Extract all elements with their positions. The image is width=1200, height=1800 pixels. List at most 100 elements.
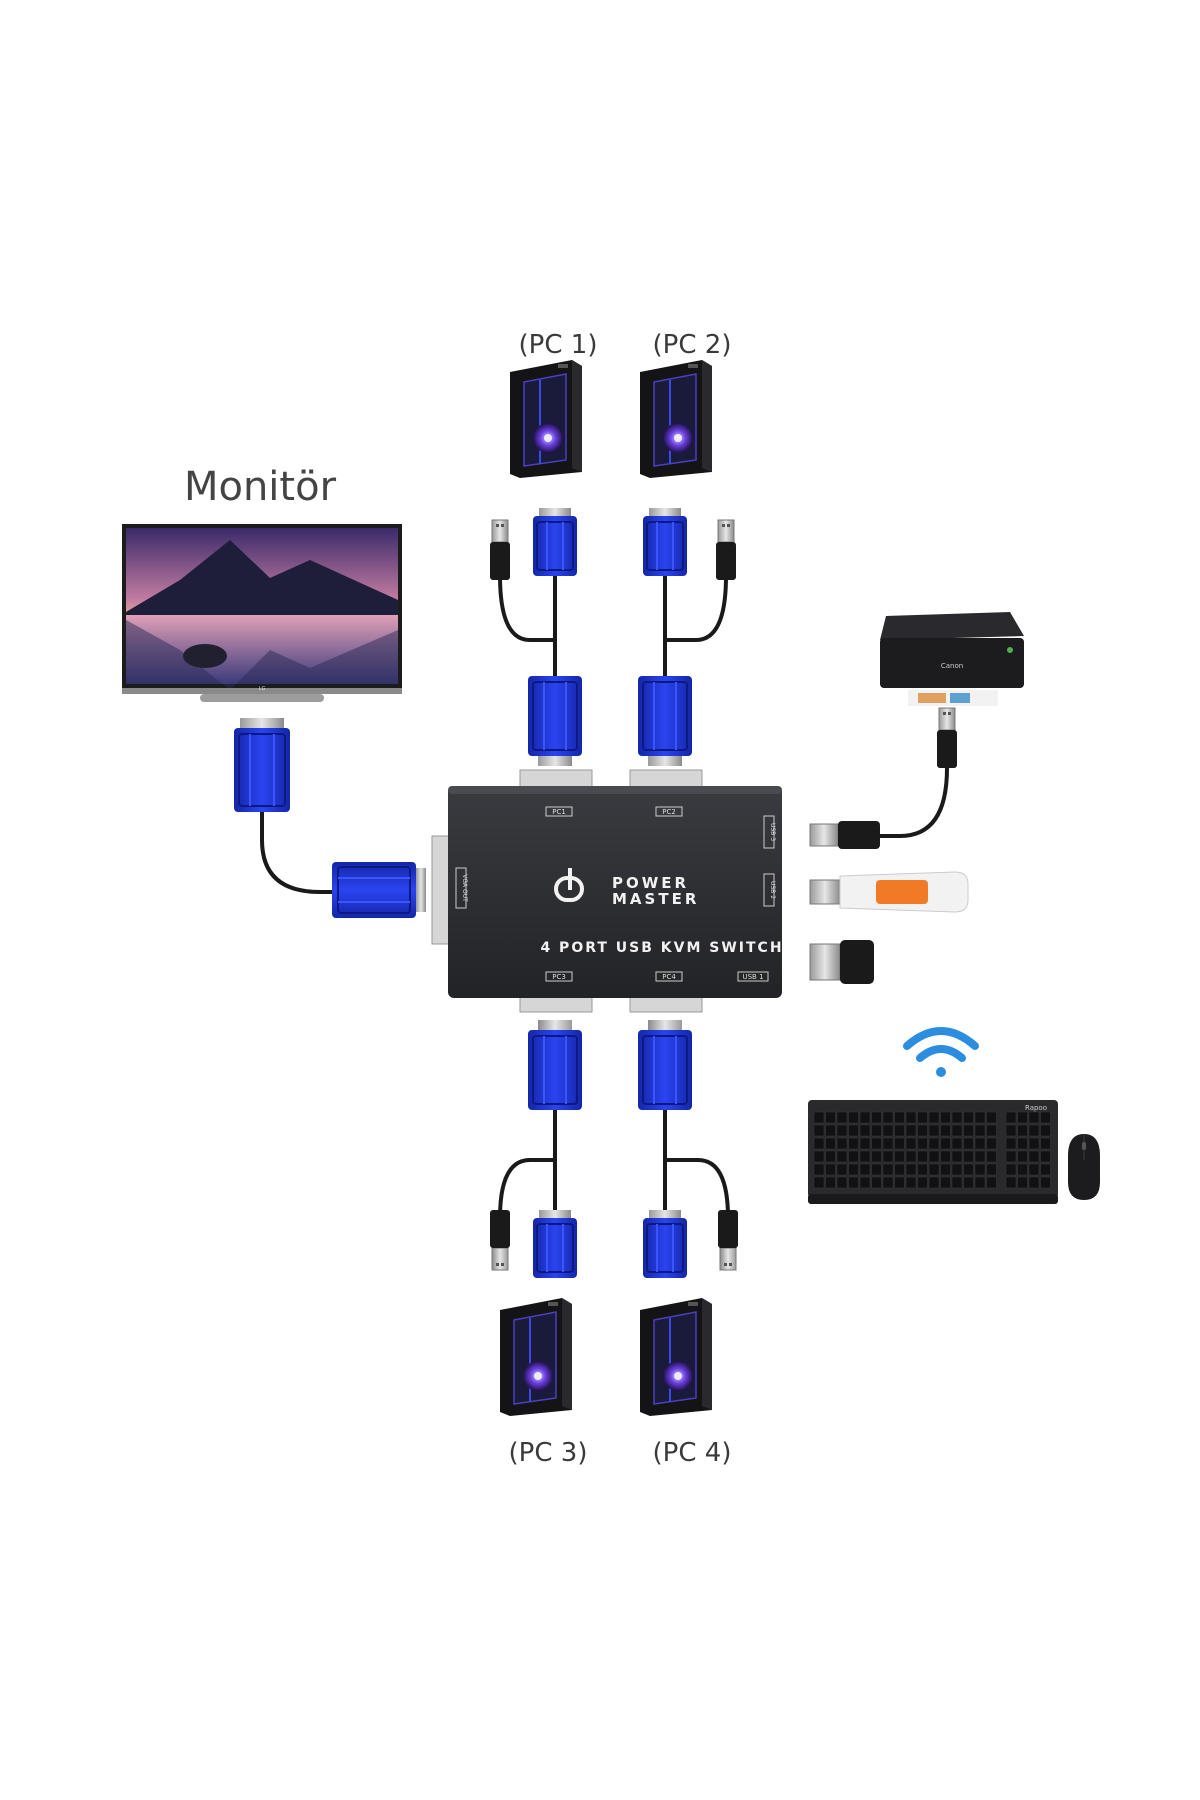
keyboard-key bbox=[813, 1124, 825, 1137]
keyboard-key bbox=[848, 1111, 859, 1124]
keyboard-key bbox=[1005, 1111, 1017, 1124]
keyboard-key bbox=[894, 1150, 905, 1163]
keyboard-key bbox=[986, 1137, 997, 1150]
usb-port-label: USB 1 bbox=[742, 973, 763, 981]
keyboard-key bbox=[894, 1111, 905, 1124]
keyboard-key bbox=[871, 1176, 882, 1189]
keyboard-key bbox=[882, 1150, 894, 1163]
keyboard-key bbox=[871, 1137, 882, 1150]
keyboard-key bbox=[905, 1124, 917, 1137]
keyboard-key bbox=[940, 1137, 951, 1150]
keyboard-key bbox=[871, 1150, 882, 1163]
keyboard-key bbox=[825, 1137, 836, 1150]
keyboard-key bbox=[1040, 1163, 1051, 1176]
side-port-label: USB 3 bbox=[769, 823, 776, 841]
pc2-label: (PC 2) bbox=[652, 330, 732, 360]
vga-connector bbox=[532, 1209, 578, 1279]
power-master-logo: POWER MASTER bbox=[554, 868, 699, 908]
keyboard-key bbox=[859, 1111, 871, 1124]
keyboard-key bbox=[963, 1150, 974, 1163]
keyboard-key bbox=[951, 1111, 963, 1124]
usb-plug bbox=[717, 1209, 739, 1271]
vga-out-label: VGA OUT bbox=[461, 874, 468, 902]
keyboard-key bbox=[940, 1124, 951, 1137]
keyboard-key bbox=[882, 1137, 894, 1150]
keyboard-key bbox=[974, 1111, 986, 1124]
usb-flash-drive-icon bbox=[809, 871, 969, 913]
keyboard-key bbox=[894, 1124, 905, 1137]
keyboard-key bbox=[917, 1124, 928, 1137]
keyboard-key bbox=[836, 1176, 848, 1189]
keyboard-key bbox=[986, 1124, 997, 1137]
keyboard-key bbox=[882, 1124, 894, 1137]
keyboard-key bbox=[963, 1124, 974, 1137]
keyboard-key bbox=[1005, 1163, 1017, 1176]
vga-connector bbox=[532, 507, 578, 577]
keyboard-key bbox=[859, 1150, 871, 1163]
svg-text:MASTER: MASTER bbox=[612, 890, 699, 908]
port-label-pc3: PC3 bbox=[552, 973, 566, 981]
keyboard-key bbox=[859, 1137, 871, 1150]
keyboard-key bbox=[1017, 1150, 1028, 1163]
keyboard-key bbox=[1040, 1150, 1051, 1163]
keyboard-key bbox=[1040, 1124, 1051, 1137]
vga-connector bbox=[637, 675, 693, 767]
usb-plug bbox=[489, 519, 511, 581]
keyboard-key bbox=[1028, 1137, 1040, 1150]
keyboard-key bbox=[1040, 1111, 1051, 1124]
pc-tower-icon bbox=[639, 359, 713, 479]
vga-connector bbox=[527, 675, 583, 767]
usb-receiver-icon bbox=[809, 940, 874, 984]
pc-tower-icon bbox=[499, 1297, 573, 1417]
mouse-icon bbox=[1068, 1134, 1100, 1200]
keyboard-key bbox=[825, 1124, 836, 1137]
keyboard-key bbox=[928, 1176, 940, 1189]
keyboard-key bbox=[1028, 1176, 1040, 1189]
keyboard-key bbox=[917, 1176, 928, 1189]
keyboard-key bbox=[974, 1176, 986, 1189]
keyboard-key bbox=[1017, 1111, 1028, 1124]
keyboard-key bbox=[917, 1111, 928, 1124]
keyboard-key bbox=[940, 1163, 951, 1176]
keyboard-key bbox=[836, 1137, 848, 1150]
keyboard-key bbox=[871, 1124, 882, 1137]
keyboard-key bbox=[813, 1163, 825, 1176]
keyboard-key bbox=[836, 1163, 848, 1176]
keyboard-key bbox=[813, 1137, 825, 1150]
model-label: 4 PORT USB KVM SWITCH bbox=[540, 940, 783, 956]
keyboard-key bbox=[813, 1150, 825, 1163]
keyboard-key bbox=[1028, 1124, 1040, 1137]
keyboard-key bbox=[940, 1111, 951, 1124]
keyboard-key bbox=[905, 1163, 917, 1176]
keyboard-key bbox=[905, 1137, 917, 1150]
keyboard-key bbox=[894, 1163, 905, 1176]
keyboard-key bbox=[928, 1111, 940, 1124]
keyboard-key bbox=[836, 1111, 848, 1124]
keyboard-icon: Rapoo bbox=[808, 1100, 1058, 1204]
keyboard-key bbox=[974, 1150, 986, 1163]
keyboard-key bbox=[1040, 1176, 1051, 1189]
keyboard-key bbox=[940, 1150, 951, 1163]
keyboard-key bbox=[825, 1111, 836, 1124]
keyboard-key bbox=[963, 1111, 974, 1124]
kvm-switch: PC1 PC2 PC3 PC4 USB 1 USB 3 USB 2 VGA OU… bbox=[431, 769, 783, 1013]
keyboard-key bbox=[1028, 1111, 1040, 1124]
side-port-label: USB 2 bbox=[769, 881, 776, 899]
keyboard-key bbox=[917, 1137, 928, 1150]
keyboard-key bbox=[825, 1150, 836, 1163]
keyboard-key bbox=[917, 1150, 928, 1163]
keyboard-key bbox=[871, 1163, 882, 1176]
keyboard-key bbox=[825, 1163, 836, 1176]
keyboard-key bbox=[1005, 1137, 1017, 1150]
keyboard-key bbox=[986, 1150, 997, 1163]
port-label-pc2: PC2 bbox=[662, 808, 676, 816]
pc-tower-icon bbox=[639, 1297, 713, 1417]
keyboard-key bbox=[974, 1137, 986, 1150]
keyboard-key bbox=[1005, 1124, 1017, 1137]
keyboard-key bbox=[986, 1176, 997, 1189]
svg-text:LG: LG bbox=[259, 686, 266, 692]
keyboard-key bbox=[1005, 1150, 1017, 1163]
printer-icon: Canon bbox=[880, 612, 1024, 706]
keyboard-key bbox=[963, 1163, 974, 1176]
